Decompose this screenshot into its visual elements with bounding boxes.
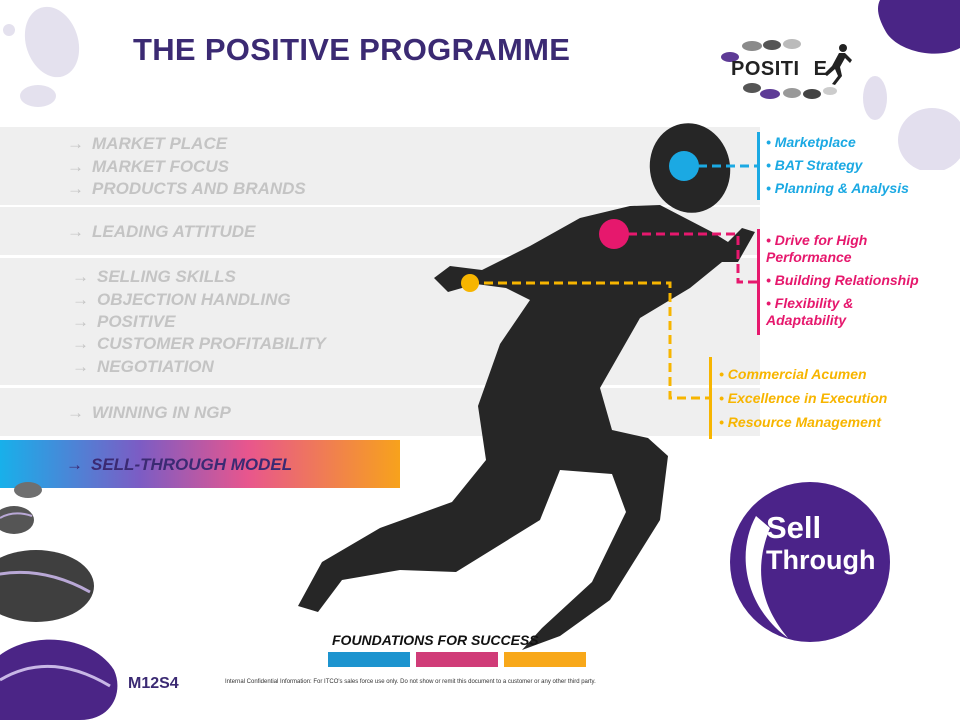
band-market — [0, 127, 760, 205]
pebble-stripe-shape — [0, 664, 111, 688]
list-item: • Excellence in Execution — [719, 390, 888, 406]
foundations-label: FOUNDATIONS FOR SUCCESS — [332, 632, 539, 648]
head-marker-icon — [669, 151, 699, 181]
band-item-market-place: →MARKET PLACE — [67, 134, 228, 153]
pebble-shape — [898, 108, 960, 170]
band-item-negotiation: →NEGOTIATION — [72, 357, 214, 376]
band-ngp — [0, 388, 760, 436]
hand-competency-list: • Commercial Acumen • Excellence in Exec… — [719, 366, 887, 437]
page-title: THE POSITIVE PROGRAMME — [133, 32, 571, 67]
dot-shape — [3, 24, 15, 36]
confidentiality-note: Internal Confidential Information: For I… — [225, 679, 596, 685]
badge-circle-shape — [730, 482, 890, 642]
band-item-winning-ngp: →WINNING IN NGP — [67, 403, 231, 422]
list-item: • Flexibility & Adaptability — [766, 295, 854, 328]
pebble-stripe-shape — [0, 570, 91, 594]
badge-through-text: Through — [766, 545, 876, 575]
pebble-shape — [721, 52, 739, 62]
list-item: • Drive for High Performance — [766, 232, 868, 265]
pebble-shape — [763, 40, 781, 50]
heart-competency-list: • Drive for High Performance • Building … — [766, 232, 919, 335]
pebble-shape — [783, 88, 801, 98]
logo-runner-head-shape — [839, 44, 847, 52]
pebbles-decoration-bottom-left — [0, 482, 118, 720]
band-item-objection-handling: →OBJECTION HANDLING — [72, 290, 291, 309]
band-item-products-brands: →PRODUCTS AND BRANDS — [67, 179, 306, 198]
pebble-shape — [24, 6, 80, 78]
foundation-bar-pink — [416, 652, 498, 667]
logo-pebbles-icon — [721, 39, 852, 99]
head-competency-list: • Marketplace • BAT Strategy • Planning … — [766, 134, 909, 203]
list-item: • Commercial Acumen — [719, 366, 867, 382]
badge-swoosh-shape — [745, 516, 788, 638]
sell-through-badge-icon — [730, 482, 890, 642]
pebble-shape — [14, 482, 42, 498]
heart-connector-line — [614, 232, 760, 284]
pebble-shape — [0, 550, 94, 622]
band-sell-through-highlight — [0, 440, 400, 488]
logo-runner-body-shape — [824, 53, 852, 85]
pebble-shape — [0, 639, 118, 720]
corner-decoration-top-right — [863, 0, 960, 170]
pebble-shape — [760, 89, 780, 99]
pebble-shape — [803, 89, 821, 99]
head-list-border — [757, 132, 760, 200]
badge-sell-text: Sell — [766, 510, 822, 545]
hand-list-border — [709, 357, 712, 439]
list-item: • BAT Strategy — [766, 157, 863, 173]
band-item-selling-skills: →SELLING SKILLS — [72, 267, 236, 286]
pebble-shape — [823, 87, 837, 95]
foundation-bar-orange — [504, 652, 586, 667]
band-item-leading-attitude: →LEADING ATTITUDE — [67, 222, 256, 241]
pebble-shape — [783, 39, 801, 49]
pebble-shape — [743, 83, 761, 93]
list-item: • Building Relationship — [766, 272, 919, 288]
band-item-customer-profitability: →CUSTOMER PROFITABILITY — [72, 334, 326, 353]
hand-marker-icon — [461, 274, 479, 292]
list-item: • Planning & Analysis — [766, 180, 909, 196]
sell-through-model-label: →SELL-THROUGH MODEL — [66, 455, 293, 474]
list-item: • Resource Management — [719, 414, 882, 430]
foundation-bar-blue — [328, 652, 410, 667]
pebble-shape — [0, 506, 34, 534]
slide-code: M12S4 — [128, 675, 179, 692]
band-item-market-focus: →MARKET FOCUS — [67, 157, 229, 176]
hand-connector-line — [470, 281, 712, 400]
pebble-shape — [863, 76, 887, 120]
pebble-shape — [20, 85, 56, 107]
runner-body-shape — [298, 205, 755, 650]
list-item: • Marketplace — [766, 134, 856, 150]
purple-blob-shape — [878, 0, 960, 54]
band-item-positive: →POSITIVE — [72, 312, 176, 331]
heart-list-border — [757, 229, 760, 335]
corner-decoration-top-left — [3, 6, 80, 107]
heart-marker-icon — [599, 219, 629, 249]
pebble-shape — [742, 41, 762, 51]
pebble-stripe-shape — [0, 512, 33, 519]
